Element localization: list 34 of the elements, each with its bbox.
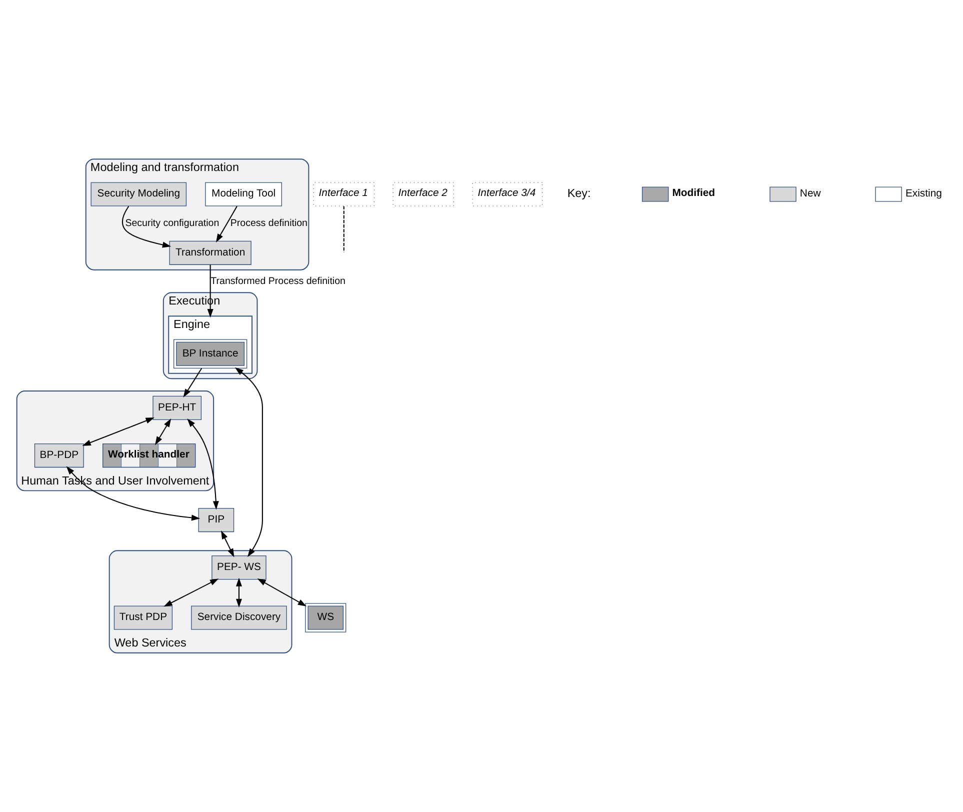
- arrow: [182, 368, 202, 398]
- edge-label: Process definition: [230, 218, 307, 230]
- arrow: [220, 530, 234, 558]
- arrow: [235, 578, 242, 608]
- node-box: BP-PDP: [34, 443, 84, 468]
- connector: [342, 206, 344, 252]
- node-box: PEP-HT: [152, 396, 202, 420]
- legend-label: Existing: [904, 188, 942, 200]
- node-box: BP Instance: [173, 339, 247, 369]
- node-box: Interface 1: [312, 182, 374, 206]
- node-box: Security Modeling: [90, 182, 186, 206]
- legend-label: Modified: [672, 188, 715, 200]
- arrow: [163, 578, 218, 607]
- arrow: [122, 206, 171, 248]
- arrow: [66, 466, 200, 521]
- legend-label: New: [799, 188, 820, 200]
- arrow: [154, 418, 171, 446]
- node-box: Service Discovery: [190, 606, 286, 630]
- arrow: [186, 418, 218, 510]
- arrow: [82, 418, 154, 446]
- node-box: PEP- WS: [211, 556, 266, 580]
- node-box: WS: [304, 603, 346, 632]
- node-box: PIP: [198, 508, 234, 532]
- node-box: Interface 2: [392, 182, 454, 206]
- node-box: Interface 3/4: [472, 182, 542, 206]
- label: Key:: [566, 187, 590, 200]
- edge-label: Security configuration: [124, 218, 219, 230]
- node-box: Trust PDP: [113, 606, 172, 630]
- node-box: Transformation: [168, 240, 251, 265]
- arrow: [215, 206, 237, 242]
- arrow: [206, 264, 213, 318]
- arrow: [234, 367, 262, 558]
- node-box: Modeling Tool: [204, 182, 282, 206]
- arrow: [256, 578, 306, 606]
